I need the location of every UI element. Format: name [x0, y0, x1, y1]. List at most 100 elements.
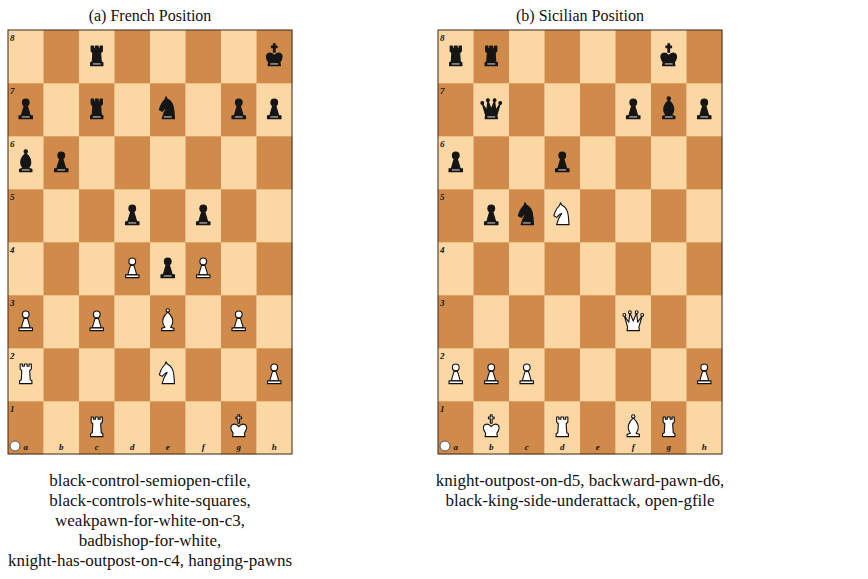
- board-square: [186, 136, 222, 189]
- board-square: [44, 401, 80, 454]
- board-square: [616, 83, 652, 136]
- board-square: [438, 136, 474, 189]
- board-square: [79, 295, 115, 348]
- chess-board: [8, 30, 292, 454]
- board-square: [79, 30, 115, 83]
- white-piece: [627, 415, 639, 437]
- board-square: [44, 295, 80, 348]
- file-label: g: [667, 442, 672, 452]
- board-space: [420, 26, 740, 471]
- white-piece: [91, 417, 103, 437]
- board-square: [8, 189, 44, 242]
- board-square: [257, 242, 293, 295]
- black-piece: [161, 258, 174, 278]
- white-piece: [126, 258, 139, 278]
- rank-label: 6: [10, 139, 15, 149]
- white-piece: [520, 364, 533, 384]
- board-square: [44, 136, 80, 189]
- file-label: e: [596, 442, 600, 452]
- black-piece: [55, 152, 68, 172]
- board-square: [616, 30, 652, 83]
- board-square: [257, 136, 293, 189]
- board-square: [150, 30, 186, 83]
- board-square: [115, 295, 151, 348]
- board-square: [474, 348, 510, 401]
- white-piece: [556, 417, 568, 437]
- board-square: [438, 30, 474, 83]
- board-square: [687, 401, 723, 454]
- white-piece: [159, 362, 174, 384]
- rank-label: 7: [440, 86, 445, 96]
- black-piece: [449, 152, 462, 172]
- white-piece: [90, 311, 103, 331]
- board-square: [687, 348, 723, 401]
- black-piece: [20, 150, 32, 172]
- board-square: [651, 189, 687, 242]
- white-piece: [623, 311, 644, 331]
- board-square: [8, 295, 44, 348]
- board-square: [687, 295, 723, 348]
- board-square: [79, 189, 115, 242]
- white-piece: [20, 364, 32, 384]
- board-square: [509, 83, 545, 136]
- board-square: [186, 348, 222, 401]
- side-to-move: [10, 441, 20, 451]
- board-square: [509, 189, 545, 242]
- board-square: [687, 83, 723, 136]
- board-square: [115, 83, 151, 136]
- board-square: [438, 189, 474, 242]
- black-piece: [91, 99, 103, 119]
- board-square: [545, 242, 581, 295]
- board-square: [186, 401, 222, 454]
- white-piece: [197, 258, 210, 278]
- board-square: [221, 83, 257, 136]
- board-square: [115, 136, 151, 189]
- board-square: [651, 295, 687, 348]
- board-square: [186, 83, 222, 136]
- board-square: [545, 189, 581, 242]
- board-square: [474, 83, 510, 136]
- board-square: [474, 189, 510, 242]
- board-square: [545, 401, 581, 454]
- board-square: [580, 401, 616, 454]
- board-square: [687, 30, 723, 83]
- board-square: [8, 242, 44, 295]
- board-square: [474, 30, 510, 83]
- black-piece: [19, 99, 32, 119]
- board-square: [150, 242, 186, 295]
- black-piece: [485, 46, 497, 66]
- board-square: [580, 30, 616, 83]
- rank-label: 4: [10, 245, 15, 255]
- file-label: d: [130, 442, 135, 452]
- board-square: [8, 30, 44, 83]
- board-square: [616, 295, 652, 348]
- rank-label: 6: [440, 139, 445, 149]
- file-label: g: [237, 442, 242, 452]
- board-frame: [438, 30, 722, 454]
- board-square: [150, 189, 186, 242]
- file-label: b: [489, 442, 494, 452]
- black-piece: [159, 97, 174, 119]
- board-square: [79, 242, 115, 295]
- file-label: b: [59, 442, 64, 452]
- panel-title: (b) Sicilian Position: [420, 6, 740, 26]
- board-square: [221, 295, 257, 348]
- black-piece: [627, 99, 640, 119]
- board-square: [150, 401, 186, 454]
- black-piece: [481, 99, 502, 119]
- board-square: [79, 348, 115, 401]
- board-square: [79, 401, 115, 454]
- black-piece: [268, 99, 281, 119]
- board-square: [257, 401, 293, 454]
- board-square: [257, 83, 293, 136]
- white-piece: [231, 415, 247, 437]
- board-square: [8, 136, 44, 189]
- file-label: e: [166, 442, 170, 452]
- board-square: [221, 348, 257, 401]
- white-piece: [19, 311, 32, 331]
- side-to-move: [440, 441, 450, 451]
- board-square: [257, 295, 293, 348]
- board-square: [221, 401, 257, 454]
- board-square: [115, 30, 151, 83]
- black-piece: [518, 203, 533, 225]
